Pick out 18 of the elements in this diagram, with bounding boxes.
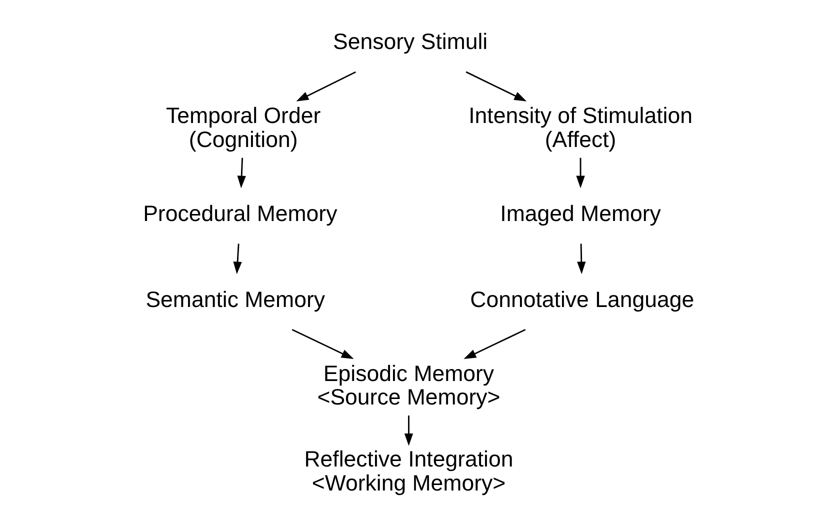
arrow — [576, 158, 584, 188]
arrow — [232, 244, 242, 274]
node-text: Semantic Memory — [145, 286, 325, 312]
arrow — [465, 71, 526, 102]
node-text: Reflective Integration <Working Memory> — [304, 446, 513, 496]
node-text: Episodic Memory <Source Memory> — [316, 360, 500, 410]
node-text: Sensory Stimuli — [332, 29, 488, 54]
node-text: Intensity of Stimulation (Affect) — [468, 103, 692, 152]
arrow — [463, 328, 526, 360]
node-text: Connotative Language — [470, 286, 694, 312]
arrow — [404, 416, 413, 446]
arrow — [236, 158, 246, 188]
arrow — [296, 71, 356, 102]
node-text: Imaged Memory — [500, 200, 660, 226]
node-text: Temporal Order (Cognition) — [166, 103, 320, 152]
node-text: Procedural Memory — [142, 200, 337, 226]
arrow — [576, 244, 586, 274]
arrow — [291, 328, 354, 360]
